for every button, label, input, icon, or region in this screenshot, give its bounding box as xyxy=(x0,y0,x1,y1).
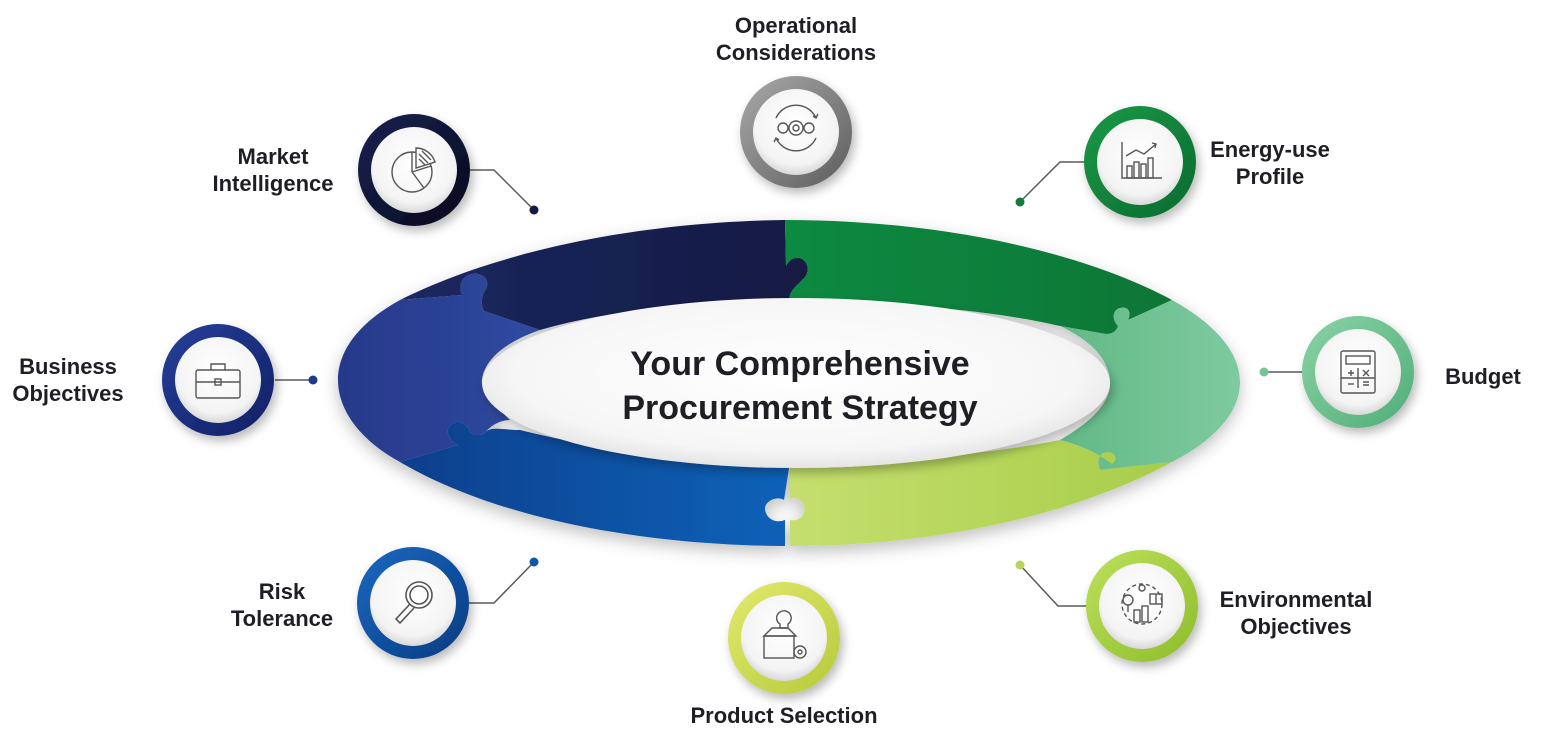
ring-segment-bottom-right xyxy=(790,440,1172,546)
briefcase-icon xyxy=(195,363,241,399)
node-risk-tolerance xyxy=(357,547,469,659)
dot-environmental-objectives xyxy=(1015,560,1025,570)
magnifier-icon xyxy=(394,581,433,625)
dot-budget xyxy=(1259,367,1269,377)
connector-dots xyxy=(308,197,1269,570)
dot-market-intelligence xyxy=(529,205,539,215)
label-environmental-objectives-line-1: Environmental xyxy=(1219,587,1373,612)
connector-environmental-objectives xyxy=(1019,564,1086,607)
label-business-objectives-line-2: Objectives xyxy=(12,381,124,406)
label-budget: Budget xyxy=(1428,363,1538,390)
label-market-intelligence: Market Intelligence xyxy=(200,143,346,197)
label-risk-tolerance-line-1: Risk xyxy=(258,579,306,604)
connector-market-intelligence xyxy=(470,169,535,211)
gears-cycle-icon xyxy=(773,104,819,152)
label-risk-tolerance: Risk Tolerance xyxy=(220,578,344,632)
bar-chart-growth-icon xyxy=(1121,142,1162,179)
label-product-selection-line-1: Product Selection xyxy=(690,703,878,728)
ring-segment-bottom-left xyxy=(400,421,790,546)
label-market-intelligence-line-2: Intelligence xyxy=(212,171,334,196)
label-business-objectives-line-1: Business xyxy=(19,354,117,379)
box-lightbulb-icon xyxy=(762,610,807,659)
label-operational-considerations-line-1: Operational xyxy=(734,13,858,38)
label-operational-considerations-line-2: Considerations xyxy=(715,40,877,65)
label-market-intelligence-line-1: Market xyxy=(237,144,309,169)
label-risk-tolerance-line-2: Tolerance xyxy=(230,606,334,631)
center-title-line-1: Your Comprehensive xyxy=(630,345,970,383)
center-title-line-2: Procurement Strategy xyxy=(622,389,978,427)
label-business-objectives: Business Objectives xyxy=(0,353,136,407)
ring-segment-right xyxy=(1060,300,1240,470)
eco-city-icon xyxy=(1121,583,1163,625)
dot-energy-use-profile xyxy=(1015,197,1025,207)
pie-chart-icon xyxy=(391,147,436,193)
node-market-intelligence xyxy=(358,114,470,226)
node-operational-considerations xyxy=(740,76,852,188)
node-budget xyxy=(1302,316,1414,428)
node-environmental-objectives xyxy=(1086,550,1198,662)
label-energy-use-profile-line-2: Profile xyxy=(1235,164,1305,189)
label-environmental-objectives: Environmental Objectives xyxy=(1206,586,1386,640)
ring-segment-left xyxy=(338,273,540,462)
node-energy-use-profile xyxy=(1084,106,1196,218)
connectors xyxy=(275,161,1302,607)
label-product-selection: Product Selection xyxy=(674,702,894,729)
center-ellipse xyxy=(482,298,1110,468)
calculator-icon xyxy=(1340,350,1376,394)
center-title: Your Comprehensive Procurement Strategy xyxy=(560,342,1040,430)
connector-energy-use-profile xyxy=(1019,161,1086,203)
node-business-objectives xyxy=(162,324,274,436)
label-energy-use-profile: Energy-use Profile xyxy=(1200,136,1340,190)
ring-segment-top-right xyxy=(785,220,1172,334)
node-product-selection xyxy=(728,582,840,694)
dot-business-objectives xyxy=(308,375,318,385)
label-energy-use-profile-line-1: Energy-use xyxy=(1210,137,1330,162)
connector-risk-tolerance xyxy=(468,561,535,604)
dot-risk-tolerance xyxy=(529,557,539,567)
label-environmental-objectives-line-2: Objectives xyxy=(1240,614,1352,639)
label-operational-considerations: Operational Considerations xyxy=(696,12,896,66)
label-budget-line-1: Budget xyxy=(1445,364,1521,389)
